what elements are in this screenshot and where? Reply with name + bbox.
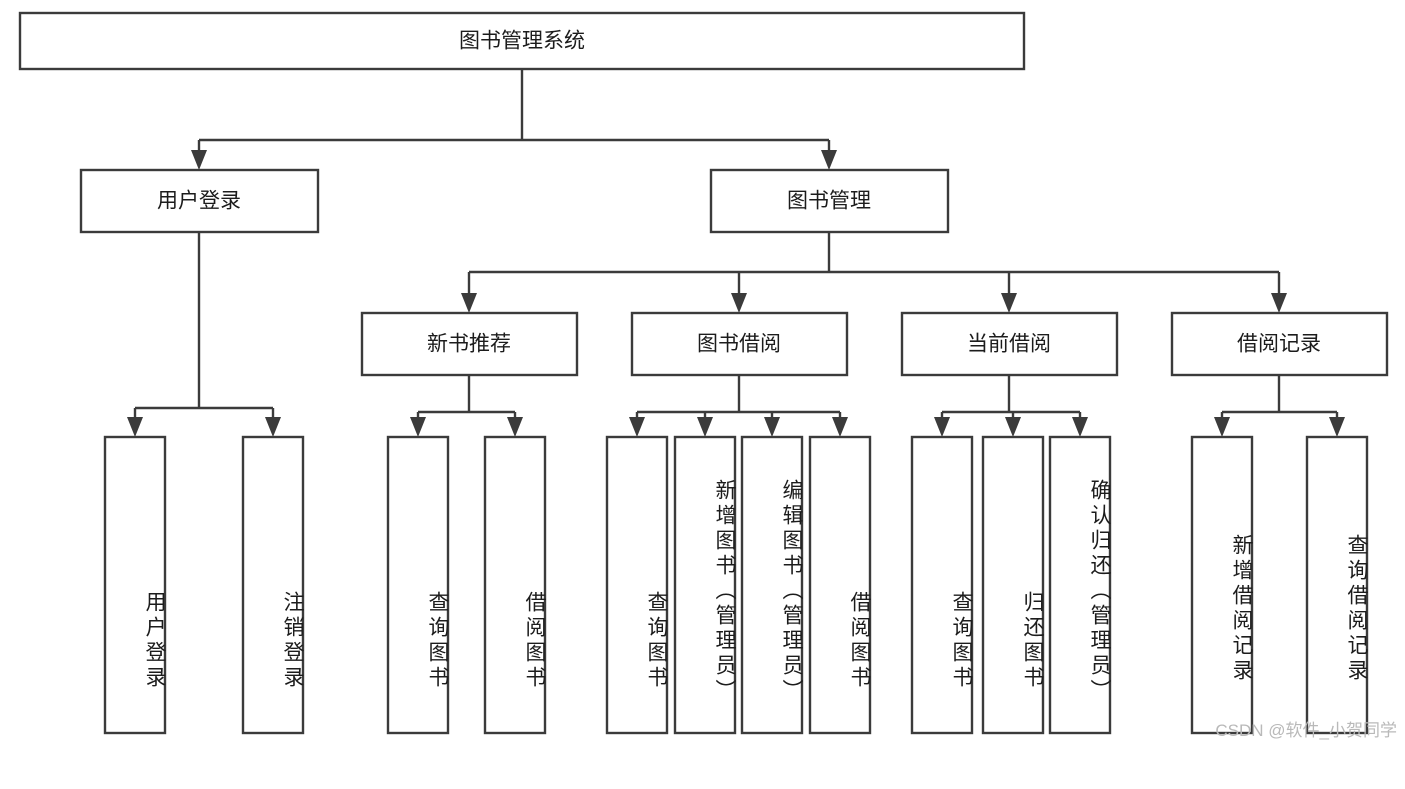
node-l-cb-return[interactable] <box>981 435 1045 735</box>
node-l-br-add[interactable] <box>1190 435 1254 735</box>
node-l-bb-add[interactable] <box>673 435 737 735</box>
node-borrow-record-label: 借阅记录 <box>1237 333 1321 356</box>
arrowhead-borrow-record <box>1271 293 1287 313</box>
node-leaf-user-logout[interactable] <box>241 435 305 735</box>
arrowhead-l-br-query <box>1329 417 1345 437</box>
arrowhead-current-borrow <box>1001 293 1017 313</box>
node-l-br-query[interactable] <box>1305 435 1369 735</box>
arrowhead-leaf-user-logout <box>265 417 281 437</box>
arrowhead-new-book-rec <box>461 293 477 313</box>
arrowhead-l-nbr-borrow <box>507 417 523 437</box>
node-root[interactable] <box>18 11 1026 71</box>
node-l-bb-edit[interactable] <box>740 435 804 735</box>
arrowhead-l-bb-add <box>697 417 713 437</box>
node-l-bb-borrow[interactable] <box>808 435 872 735</box>
node-l-cb-confirm[interactable] <box>1048 435 1112 735</box>
node-root-label: 图书管理系统 <box>459 30 585 53</box>
node-current-borrow-label: 当前借阅 <box>967 333 1051 356</box>
arrowhead-l-cb-return <box>1005 417 1021 437</box>
arrowhead-user-login <box>191 150 207 170</box>
node-l-bb-query[interactable] <box>605 435 669 735</box>
node-l-nbr-borrow[interactable] <box>483 435 547 735</box>
node-new-book-rec[interactable] <box>360 311 579 377</box>
arrowhead-l-cb-confirm <box>1072 417 1088 437</box>
node-l-cb-query[interactable] <box>910 435 974 735</box>
node-book-borrow[interactable] <box>630 311 849 377</box>
node-leaf-user-login[interactable] <box>103 435 167 735</box>
node-layer: 图书管理系统 用户登录 图书管理 新书推荐 图书借阅 当前借阅 借阅记录 <box>18 11 1389 735</box>
node-current-borrow[interactable] <box>900 311 1119 377</box>
arrowhead-book-manage <box>821 150 837 170</box>
node-borrow-record[interactable] <box>1170 311 1389 377</box>
connector-layer <box>127 69 1345 437</box>
arrowhead-l-bb-edit <box>764 417 780 437</box>
arrowhead-book-borrow <box>731 293 747 313</box>
node-user-login[interactable] <box>79 168 320 234</box>
arrowhead-leaf-user-login <box>127 417 143 437</box>
arrowhead-l-nbr-query <box>410 417 426 437</box>
node-book-borrow-label: 图书借阅 <box>697 333 781 356</box>
node-new-book-rec-label: 新书推荐 <box>427 333 511 356</box>
arrowhead-l-br-add <box>1214 417 1230 437</box>
flowchart-svg: 图书管理系统 用户登录 图书管理 新书推荐 图书借阅 当前借阅 借阅记录 <box>18 11 1389 735</box>
arrowhead-l-cb-query <box>934 417 950 437</box>
node-l-nbr-query[interactable] <box>386 435 450 735</box>
diagram-canvas-root: 图书管理系统 用户登录 图书管理 新书推荐 图书借阅 当前借阅 借阅记录 <box>18 11 1397 740</box>
node-book-manage[interactable] <box>709 168 950 234</box>
arrowhead-l-bb-borrow <box>832 417 848 437</box>
csdn-watermark: CSDN @软件_小贺同学 <box>1215 721 1397 740</box>
arrowhead-l-bb-query <box>629 417 645 437</box>
node-book-manage-label: 图书管理 <box>787 190 871 213</box>
node-user-login-label: 用户登录 <box>157 190 241 213</box>
